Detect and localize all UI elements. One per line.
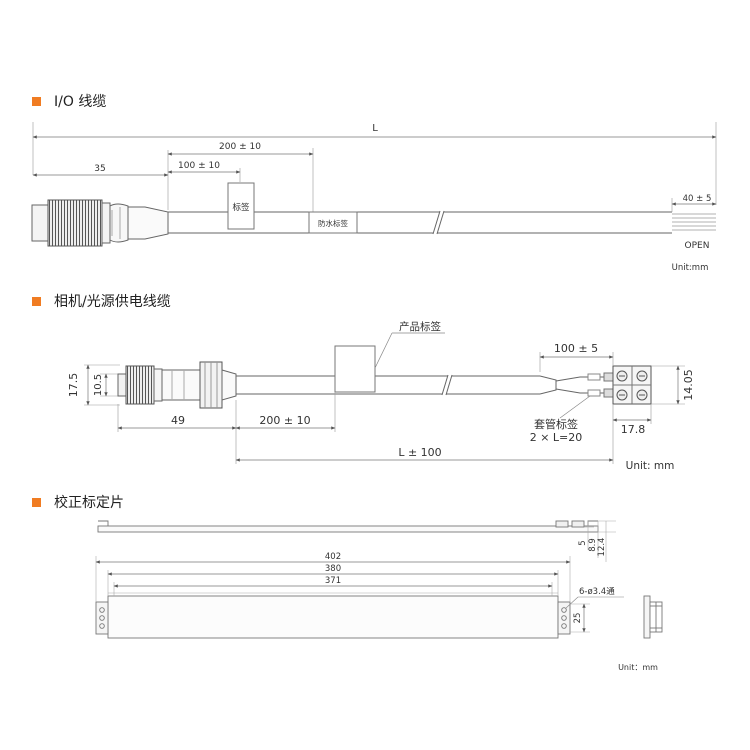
power-sleeve-length: 2 × L=20	[530, 431, 583, 444]
power-cable-labels: 产品标签 100 ± 5 17.5 10.5 14.05 49 200 ± 10…	[67, 320, 695, 472]
power-sleeve-tag: 套管标签	[534, 417, 578, 431]
io-dim-35: 35	[94, 164, 105, 174]
power-product-tag: 产品标签	[399, 320, 441, 333]
section-title-calibration-plate: 校正标定片	[54, 495, 124, 511]
bullet-icon	[32, 96, 41, 106]
cal-unit: Unit：mm	[618, 663, 658, 672]
calibration-plate-drawing	[95, 520, 663, 639]
power-unit: Unit: mm	[626, 460, 675, 472]
power-dim-L: L ± 100	[398, 446, 441, 459]
power-dim-100: 100 ± 5	[554, 342, 598, 355]
io-unit: Unit:mm	[672, 263, 709, 273]
section-title-io-cable: I/O 线缆	[54, 94, 107, 110]
power-dim-14-05: 14.05	[682, 369, 695, 401]
power-dim-17-5: 17.5	[67, 373, 80, 398]
io-dim-L: L	[372, 123, 378, 134]
io-dim-200: 200 ± 10	[219, 142, 261, 152]
calibration-plate-labels: 5 8.9 12.4 402 380 371 6-ø3.4通 25 Unit：m…	[325, 538, 658, 672]
power-dim-10-5: 10.5	[93, 374, 104, 396]
section-power-cable: 相机/光源供电线缆	[32, 291, 171, 311]
cal-dim-371: 371	[325, 576, 341, 586]
io-dim-100: 100 ± 10	[178, 161, 220, 171]
section-title-power-cable: 相机/光源供电线缆	[54, 294, 171, 310]
power-dim-17-8: 17.8	[621, 423, 646, 436]
section-io-cable: I/O 线缆	[32, 91, 106, 111]
cal-hole-spec: 6-ø3.4通	[579, 586, 615, 597]
power-cable-drawing	[84, 332, 685, 464]
power-dim-49: 49	[171, 414, 185, 427]
bullet-icon	[32, 296, 41, 306]
power-dim-200: 200 ± 10	[259, 414, 310, 427]
io-label-tag: 标签	[232, 202, 250, 213]
cal-dim-8-9: 8.9	[588, 538, 598, 552]
cal-dim-5: 5	[578, 540, 588, 545]
io-cable-drawing	[31, 122, 717, 247]
cal-dim-12-4: 12.4	[597, 538, 607, 557]
io-dim-40: 40 ± 5	[683, 194, 712, 204]
cal-dim-25: 25	[573, 613, 583, 624]
io-cable-labels: L 200 ± 10 100 ± 10 35 标签 防水标签 40 ± 5 OP…	[94, 123, 711, 273]
bullet-icon	[32, 497, 41, 507]
io-waterproof-tag: 防水标签	[318, 218, 348, 228]
cal-dim-380: 380	[325, 564, 341, 574]
section-calibration-plate: 校正标定片	[32, 492, 124, 512]
cal-dim-402: 402	[325, 552, 341, 562]
io-open-label: OPEN	[685, 241, 710, 251]
